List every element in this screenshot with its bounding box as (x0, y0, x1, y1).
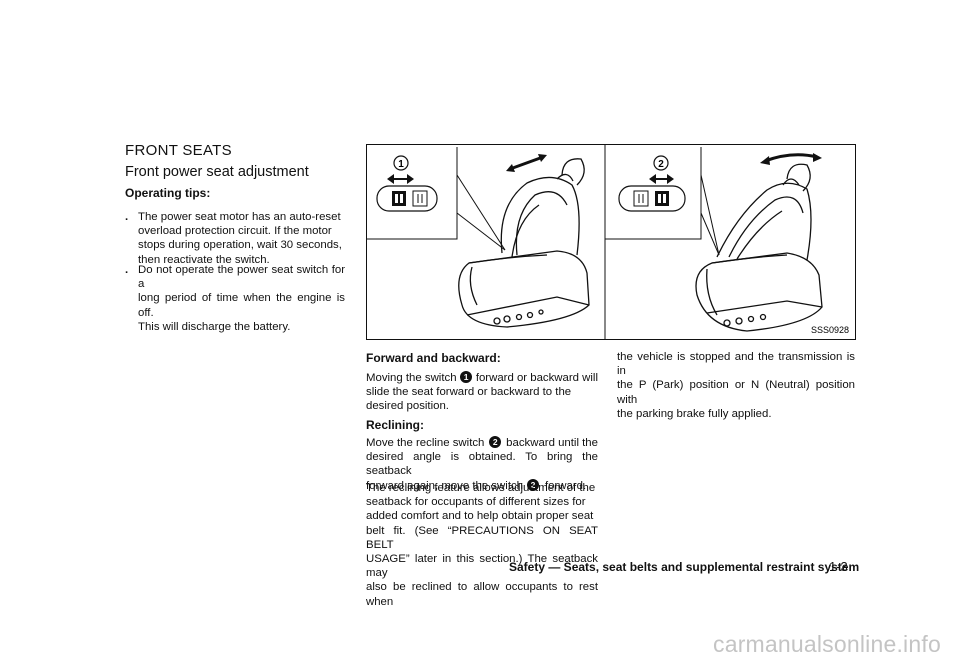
text-line: desired angle is obtained. To bring the … (366, 451, 598, 478)
footer-title: Safety — Seats, seat belts and supplemen… (509, 560, 860, 574)
subsection-title: Front power seat adjustment (125, 164, 309, 180)
watermark: carmanualsonline.info (713, 631, 941, 657)
callout-2-label: 2 (658, 159, 664, 170)
callout-2-badge: 2 (653, 155, 669, 171)
seat-left (458, 158, 590, 328)
tip-bullet-2: . Do not operate the power seat switch f… (125, 263, 345, 333)
operating-tips-heading: Operating tips: (125, 186, 211, 200)
text-line: This will discharge the battery. (138, 320, 291, 333)
page-number: 1-3 (829, 559, 848, 574)
reclining-paragraph-1: Move the recline switch 2 backward until… (366, 436, 598, 492)
text-line: added comfort and to help obtain proper … (366, 510, 594, 523)
text-line: the P (Park) position or N (Neutral) pos… (617, 379, 855, 406)
text-line: belt fit. (See “PRECAUTIONS ON SEAT BELT (366, 524, 598, 551)
text-line: seatback for occupants of different size… (366, 496, 586, 509)
bullet-dot-icon: . (125, 264, 129, 276)
text-line: The power seat motor has an auto-reset (138, 211, 341, 223)
seat-right (695, 163, 823, 332)
text-line: slide the seat forward or backward to th… (366, 386, 572, 399)
bullet-dot-icon: . (125, 211, 129, 223)
seat-diagram: 1 (367, 145, 849, 339)
callout-1-label: 1 (398, 159, 404, 170)
right-column-paragraph: the vehicle is stopped and the transmiss… (617, 350, 855, 421)
forward-backward-paragraph: Moving the switch 1 forward or backward … (366, 371, 598, 413)
text-line: desired position. (366, 400, 449, 413)
seat-adjustment-illustration: 1 (366, 144, 856, 340)
callout-2-inline-badge: 2 (527, 478, 540, 491)
text-line: also be reclined to allow occupants to r… (366, 581, 598, 608)
text-line: overload protection circuit. If the moto… (138, 225, 332, 238)
reclining-heading: Reclining: (366, 418, 425, 432)
illustration-code: SSS0928 (811, 325, 849, 335)
callout-box-2 (605, 147, 720, 256)
text-line: The reclining feature allows adjustment … (366, 482, 596, 494)
text-line: Do not operate the power seat switch for… (138, 264, 345, 291)
reclining-paragraph-2: The reclining feature allows adjustment … (366, 481, 598, 609)
text-line: long period of time when the engine is o… (138, 292, 345, 319)
text-line: the parking brake fully applied. (617, 407, 772, 420)
text-line: USAGE” later in this section.) The seatb… (366, 553, 598, 580)
text-line: stops during operation, wait 30 seconds, (138, 239, 342, 252)
section-title: FRONT SEATS (125, 142, 232, 159)
callout-box-1 (367, 147, 506, 251)
text-line: then reactivate the switch. (138, 253, 270, 266)
callout-2-inline-badge: 2 (489, 436, 502, 448)
forward-backward-arrow-icon (506, 154, 547, 172)
tip-bullet-1: . The power seat motor has an auto-reset… (125, 210, 345, 270)
text-line: the vehicle is stopped and the transmiss… (617, 351, 855, 378)
callout-1-badge: 1 (393, 155, 409, 171)
forward-backward-heading: Forward and backward: (366, 351, 501, 365)
recline-arrow-icon (760, 153, 822, 165)
callout-1-inline-badge: 1 (460, 371, 473, 383)
